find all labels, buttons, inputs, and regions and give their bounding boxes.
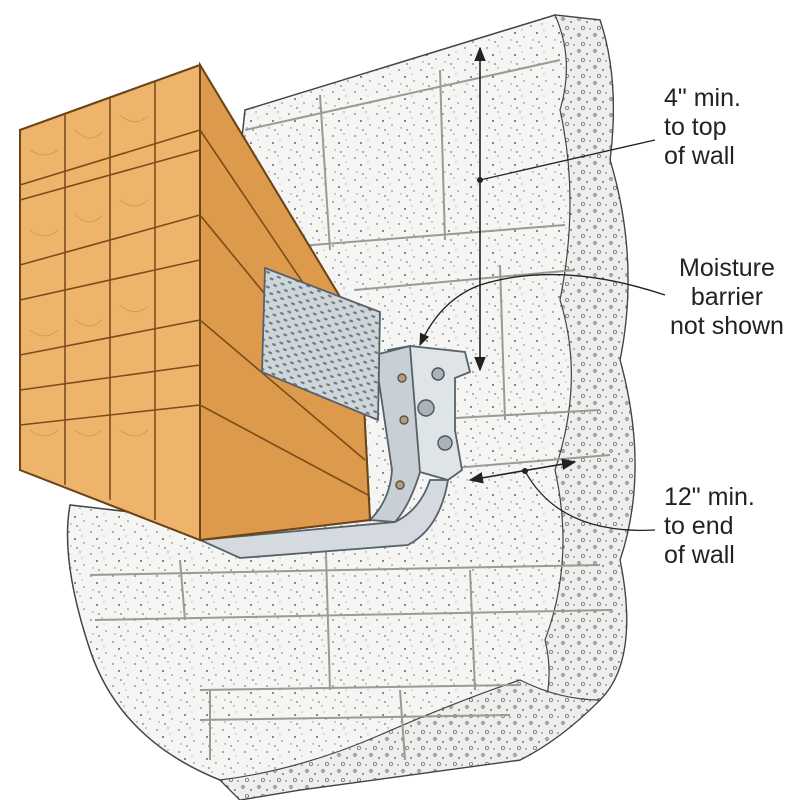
dimension-end-of-wall bbox=[468, 458, 656, 532]
callout-end-of-wall-line-2: to end bbox=[664, 512, 734, 540]
callout-end-of-wall-line-3: of wall bbox=[664, 541, 735, 569]
hanger-seat bbox=[196, 479, 450, 559]
callout-end-of-wall: 12" min. to end of wall bbox=[664, 483, 755, 570]
callout-moisture-barrier-line-1: Moisture bbox=[679, 254, 775, 282]
callout-top-of-wall-line-2: to top bbox=[664, 113, 727, 141]
callout-moisture-barrier-line-2: barrier bbox=[690, 283, 764, 311]
moisture-barrier-leader bbox=[419, 273, 666, 347]
callout-moisture-barrier-line-3: not shown bbox=[670, 312, 784, 340]
hanger-side bbox=[367, 344, 421, 523]
mortar-joints bbox=[89, 59, 611, 761]
perforated-side-plate bbox=[261, 266, 381, 422]
callout-moisture-barrier: Moisture barrier not shown bbox=[670, 254, 784, 341]
callout-top-of-wall: 4" min. to top of wall bbox=[664, 84, 741, 171]
callout-top-of-wall-line-1: 4" min. bbox=[664, 84, 741, 112]
callout-top-of-wall-line-3: of wall bbox=[664, 142, 735, 170]
masonry-wall-bottom bbox=[218, 679, 602, 800]
dimension-top-of-wall bbox=[474, 46, 656, 372]
hanger-fasteners bbox=[395, 367, 453, 490]
callout-end-of-wall-line-1: 12" min. bbox=[664, 483, 755, 511]
